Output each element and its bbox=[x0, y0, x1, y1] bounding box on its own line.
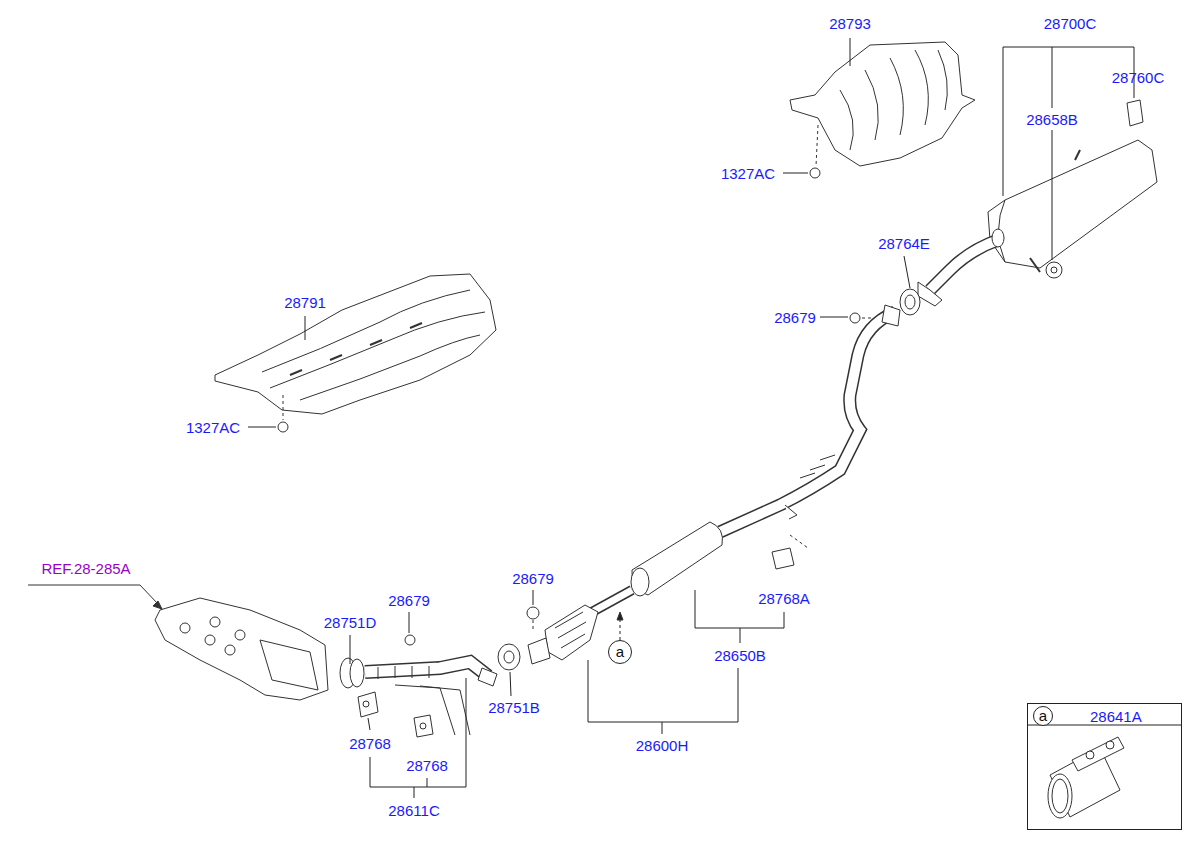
part-number: 28764E bbox=[878, 235, 930, 252]
part-number: 28600H bbox=[636, 737, 689, 754]
callout-circle: a bbox=[608, 640, 632, 664]
part-number: 28641A bbox=[1090, 708, 1142, 725]
part-number: 28679 bbox=[512, 570, 554, 587]
part-number: 28768A bbox=[758, 590, 810, 607]
callout-letter: a bbox=[1039, 708, 1047, 723]
part-number: 28791 bbox=[284, 294, 326, 311]
muffler bbox=[988, 140, 1157, 268]
part-number: 28760C bbox=[1112, 69, 1165, 86]
part-number: 28768 bbox=[406, 757, 448, 774]
callout-circle: a bbox=[1033, 706, 1053, 726]
heat-shield bbox=[790, 42, 975, 166]
part-number: 28611C bbox=[388, 802, 439, 819]
nut bbox=[278, 168, 860, 645]
part-number: 28658B bbox=[1026, 111, 1078, 128]
resonator bbox=[632, 522, 723, 595]
inset-box: 28641A a bbox=[1027, 703, 1182, 830]
part-number: 28679 bbox=[774, 309, 816, 326]
part-number: 28793 bbox=[829, 15, 871, 32]
heat-shield bbox=[215, 274, 496, 414]
exhaust-manifold bbox=[155, 598, 328, 700]
catalytic-converter bbox=[545, 605, 598, 660]
part-number: 1327AC bbox=[186, 419, 240, 436]
part-number: 28700C bbox=[1044, 15, 1097, 32]
reference-label: REF.28-285A bbox=[41, 560, 130, 577]
part-number: 28650B bbox=[714, 647, 766, 664]
part-number: 28679 bbox=[388, 592, 430, 609]
callout-letter: a bbox=[616, 644, 624, 659]
part-number: 1327AC bbox=[721, 165, 775, 182]
part-number: 28751D bbox=[324, 614, 377, 631]
part-number: 28751B bbox=[488, 699, 540, 716]
part-number: 28768 bbox=[349, 735, 391, 752]
